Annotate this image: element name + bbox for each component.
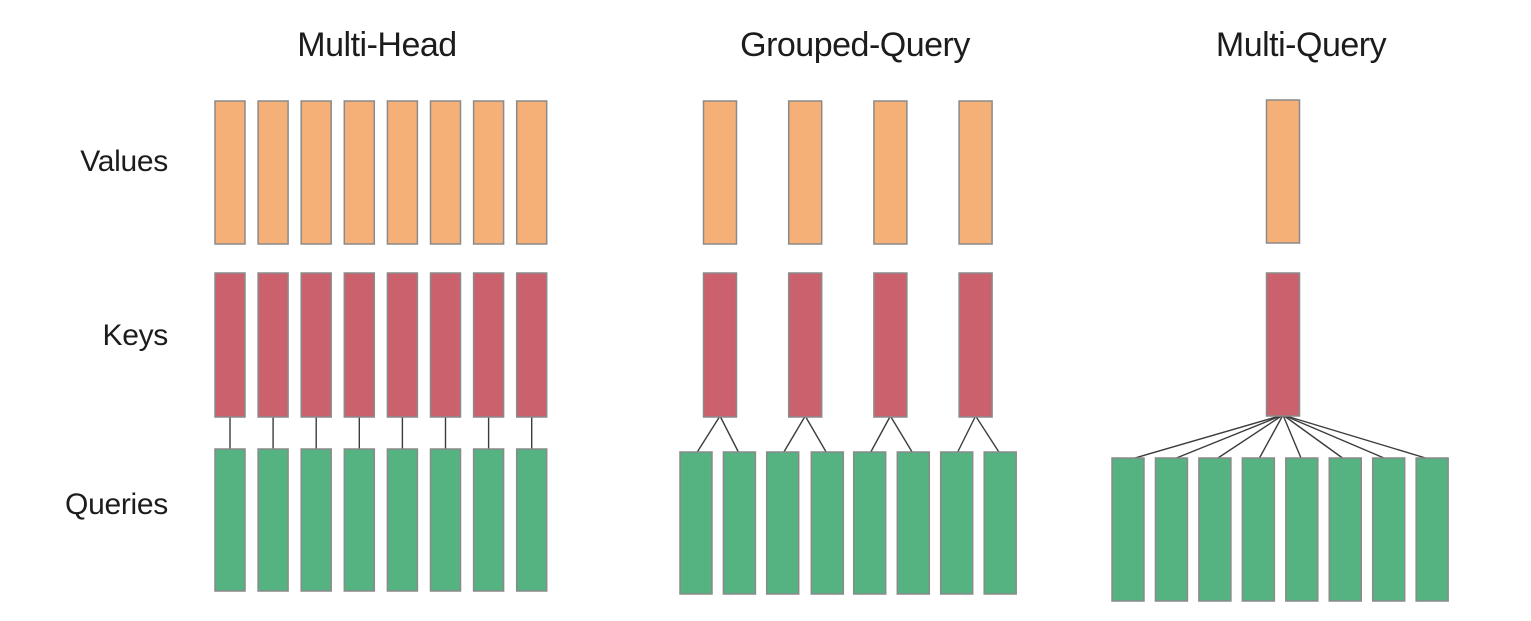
keys-bar [1265,272,1301,417]
queries-bar [765,451,800,595]
key-query-connector [1127,414,1284,461]
queries-bar [679,451,713,595]
queries-bar [722,451,757,595]
values-bar [429,100,462,245]
values-bar [958,100,993,245]
keys-bar [702,272,738,418]
keys-bar [343,272,376,418]
keys-bar [214,272,246,418]
values-bar [702,100,738,245]
queries-bar [1198,457,1232,602]
queries-bar [214,448,246,592]
values-bar [787,100,823,245]
key-query-connector [889,415,914,455]
key-query-connector [1257,414,1284,461]
values-bar [343,100,376,245]
column-title-grouped-query: Grouped-Query [740,26,970,64]
keys-bar [515,272,548,418]
queries-bar [1371,457,1406,602]
queries-bar [300,448,332,592]
values-bar [1265,99,1301,244]
queries-bar [852,451,887,595]
queries-bar [1111,457,1145,602]
row-label-values: Values [80,145,168,178]
queries-bar [429,448,462,592]
key-query-connector [1171,414,1284,461]
values-bar [257,100,289,245]
key-query-connector [1282,414,1389,461]
queries-bar [1415,457,1449,602]
key-query-connector [695,415,721,455]
values-bar [214,100,246,245]
queries-bar [343,448,376,592]
queries-bar [1154,457,1189,602]
queries-bar [1285,457,1319,602]
values-bar [300,100,332,245]
queries-bar [810,451,845,595]
values-bar [515,100,548,245]
queries-bar [939,451,974,595]
keys-bar [429,272,462,418]
column-title-multi-query: Multi-Query [1215,26,1387,64]
values-bar [472,100,505,245]
key-query-connector [869,415,892,455]
key-query-connector [1214,414,1284,461]
queries-bar [515,448,548,592]
keys-bar [472,272,505,418]
values-bar [386,100,419,245]
row-label-keys: Keys [102,319,169,352]
keys-bar [257,272,289,418]
key-query-connector [782,415,806,455]
key-query-connector [975,415,1001,455]
keys-bar [300,272,332,418]
key-query-connector [719,415,741,455]
queries-bar [1241,457,1276,602]
keys-bar [873,272,908,418]
keys-bar [958,272,993,418]
queries-bar [983,451,1017,595]
column-title-multi-head: Multi-Head [297,26,457,64]
queries-bar [257,448,289,592]
queries-bar [472,448,505,592]
keys-bar [386,272,419,418]
key-query-connector [1282,414,1433,461]
queries-bar [896,451,931,595]
key-query-connector [1282,414,1346,461]
key-query-connector [1282,414,1303,461]
queries-bar [1328,457,1362,602]
queries-bar [386,448,419,592]
key-query-connector [804,415,828,455]
values-bar [873,100,908,245]
keys-bar [787,272,823,418]
key-query-connector [956,415,977,455]
row-label-queries: Queries [65,488,168,521]
